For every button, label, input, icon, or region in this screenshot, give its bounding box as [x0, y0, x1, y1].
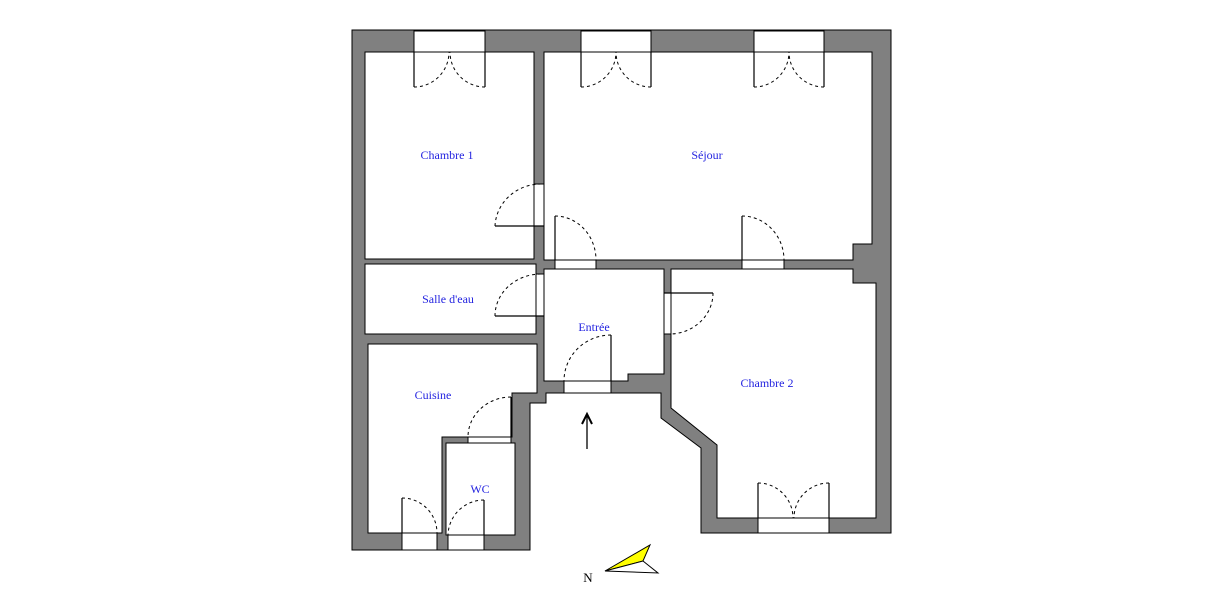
label-cuisine: Cuisine: [415, 388, 452, 402]
room-cuisine[interactable]: [367, 343, 538, 534]
window-chambre-1: [413, 30, 486, 88]
label-salle-d-eau: Salle d'eau: [422, 292, 474, 306]
door-sejour-right[interactable]: [741, 215, 785, 270]
room-sejour[interactable]: [543, 51, 873, 261]
door-sejour-left[interactable]: [554, 215, 597, 270]
label-sejour: Séjour: [691, 148, 722, 162]
entrance-door[interactable]: [563, 334, 612, 394]
entrance-arrow-icon: [581, 411, 593, 449]
room-chambre-1[interactable]: [364, 51, 535, 260]
label-entree: Entrée: [578, 320, 609, 334]
compass-icon: N: [583, 543, 660, 585]
window-chambre-2: [757, 482, 830, 534]
door-chambre-2[interactable]: [663, 292, 714, 335]
door-wc[interactable]: [467, 396, 512, 444]
compass-north-label: N: [583, 570, 593, 585]
room-wc[interactable]: [445, 442, 516, 536]
window-sejour-left: [580, 30, 652, 88]
door-salle-d-eau[interactable]: [494, 273, 545, 317]
room-salle-d-eau[interactable]: [364, 263, 537, 335]
label-chambre-1: Chambre 1: [421, 148, 474, 162]
door-chambre-1[interactable]: [494, 183, 545, 227]
label-wc: WC: [470, 482, 489, 496]
window-wc: [447, 499, 485, 551]
window-cuisine: [401, 497, 438, 551]
room-chambre-2[interactable]: [670, 268, 877, 519]
window-sejour-right: [753, 30, 825, 88]
label-chambre-2: Chambre 2: [741, 376, 794, 390]
